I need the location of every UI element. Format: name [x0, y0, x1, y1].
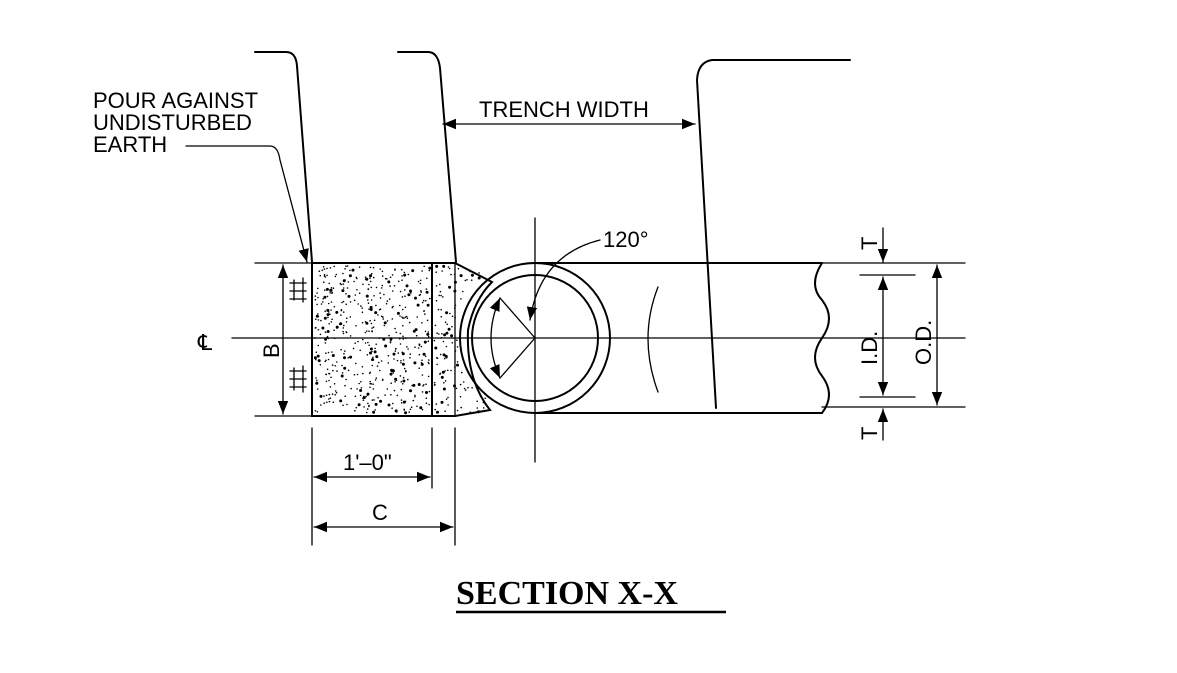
pipe [459, 217, 830, 463]
callout-pour-line1: POUR AGAINST [93, 88, 258, 113]
concrete-stipple [313, 264, 487, 415]
dim-id-label: I.D. [857, 331, 882, 365]
centerline-label: ℄ [197, 330, 213, 355]
anchor-symbol-top [289, 277, 307, 303]
trench-wall-right [696, 59, 851, 409]
callout-pour-line2: UNDISTURBED [93, 110, 252, 135]
trench-wall-left [254, 51, 313, 263]
anchor-symbol-bottom [289, 365, 307, 393]
dim-t-bottom-label: T [857, 427, 882, 440]
trench-width-label: TRENCH WIDTH [479, 97, 649, 122]
trench-wall-middle [397, 51, 457, 263]
callout-pour-line3: EARTH [93, 132, 167, 157]
dim-od-label: O.D. [911, 320, 936, 365]
angle-120-indicator [489, 239, 601, 379]
angle-label: 120° [603, 227, 649, 252]
concrete-block [311, 262, 494, 417]
section-title: SECTION X-X [456, 575, 678, 612]
dim-c-label: C [372, 500, 388, 525]
dim-1ft-label: 1'–0" [343, 450, 392, 475]
dim-b-label: B [259, 343, 284, 358]
dim-t-top-label: T [857, 237, 882, 250]
pour-callout-leader [185, 145, 309, 263]
